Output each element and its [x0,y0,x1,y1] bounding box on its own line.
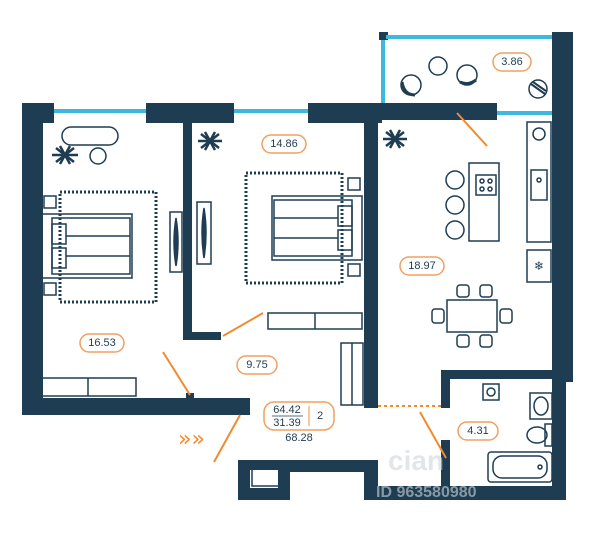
doors [162,112,488,463]
room-count: 2 [317,410,323,422]
wall-bathroom-left-lower [441,440,450,495]
wardrobe-icon [169,211,183,273]
wall-bathroom-left [441,370,450,408]
wall-pillar [186,393,194,401]
wall-balcony-top-left [379,32,388,40]
chair-icon [456,64,478,86]
wall-bedroom-divider [183,115,192,337]
wall-kitchen-divider [364,115,378,190]
wall-kitchen-divider-2 [364,190,378,408]
windows [54,35,552,115]
area-label-left-bedroom: 16.53 [79,333,125,353]
kitchen-area: 31.39 [273,417,301,429]
plant-icon [383,129,407,149]
wall-bottom-step [236,398,250,415]
plant-icon [528,79,548,99]
plant-icon [198,131,222,151]
stool-icon [445,195,465,215]
rug-middle [244,171,344,285]
toilet-icon [526,423,553,447]
hall-bench [251,467,285,487]
walls [22,32,573,500]
stool-icon [445,220,465,240]
door-left-bedroom [162,351,191,396]
nightstand-icon [347,177,361,191]
wall-bottom-d [364,486,566,500]
watermark-id: ID 963580980 [376,484,477,501]
wardrobe-icon [39,377,137,397]
nightstand-icon [347,263,361,277]
dining-table-icon [431,284,513,348]
wall-top-mid [308,103,382,123]
wall-top-left-a [22,103,54,123]
summary-badge: 64.42 31.39 2 68.28 [263,401,335,444]
left-bedroom-furniture [39,126,183,397]
middle-bedroom-furniture [196,131,363,330]
stove-icon [530,169,548,201]
hall-floor-cut [250,470,278,488]
wall-bottom-left [22,398,250,415]
chair-icon [89,147,107,165]
area-label-middle-bedroom: 14.86 [261,134,307,154]
watermark-brand: cian [388,445,444,476]
rug-left [58,190,158,304]
bathtub-icon [487,451,553,483]
sink-icon [529,392,553,420]
wall-bottom-b [290,460,376,472]
area-value: 16.53 [88,337,116,349]
wall-bedroom-divider-foot [183,332,221,340]
kitchen-island [468,162,500,242]
wall-top-left-b [146,103,234,123]
door-entrance [213,414,241,463]
hall-floor-cut-2 [290,472,364,500]
area-value: 18.97 [408,260,436,272]
door-bathroom [419,411,447,459]
bed-icon [271,195,363,261]
wall-top-right [382,103,497,120]
living-area: 64.42 [273,404,301,416]
total-area: 68.28 [285,432,313,444]
bathroom-furniture [482,383,553,483]
area-value: 4.31 [467,425,488,437]
nightstand-icon [43,195,57,209]
counter-icon [526,121,552,243]
area-label-bathroom: 4.31 [457,421,499,441]
wardrobe-icon [196,201,212,265]
area-label-hallway: 9.75 [236,355,278,375]
entrance-arrows: »» [178,427,205,452]
area-label-balcony: 3.86 [492,52,532,72]
area-value: 14.86 [270,138,298,150]
area-label-kitchen-living: 18.97 [399,256,445,276]
watermark: cian ID 963580980 [376,445,477,501]
washing-machine-icon [482,383,500,401]
nightstand-icon [43,282,57,296]
chair-icon [400,74,422,97]
balcony-furniture [400,56,548,99]
area-labels: 3.86 14.86 18.97 16.53 9.75 4.31 [79,52,532,441]
area-value: 3.86 [501,56,522,68]
plant-icon [52,145,78,165]
sink-icon [532,127,546,141]
kitchen-furniture: ❄ [383,121,552,348]
wall-left [22,103,43,415]
wall-bathroom-top [441,370,566,379]
door-middle-bedroom [222,312,264,337]
desk-left [61,126,119,146]
door-balcony [456,112,488,147]
wardrobe-icon [267,312,363,330]
wall-right-upper [552,32,573,382]
snowflake-icon: ❄ [534,259,544,273]
fridge-icon [526,249,552,283]
cooktop-icon [475,174,497,196]
area-value: 9.75 [246,359,267,371]
table-icon [428,56,448,76]
bed-icon [41,213,133,279]
hallway-furniture [251,342,364,487]
wall-right-lower [552,370,566,500]
stool-icon [445,170,465,190]
